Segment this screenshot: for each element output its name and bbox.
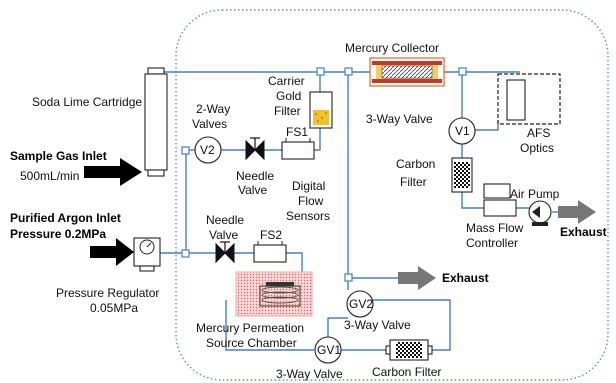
three-way-v1-label: 3-Way Valve <box>366 112 433 126</box>
pressure-regulator <box>133 237 161 272</box>
needle-valve-1-label-b: Valve <box>238 183 267 197</box>
exhaust-mid-label: Exhaust <box>442 271 489 285</box>
air-pump <box>528 200 552 226</box>
sample-rate-label: 500mL/min <box>20 169 79 183</box>
permeation-label-1: Mercury Permeation <box>196 321 304 335</box>
soda-lime-cartridge <box>144 67 168 177</box>
argon-inlet-label-1: Purified Argon Inlet <box>10 211 121 225</box>
mass-flow-controller <box>483 183 517 217</box>
pressure-regulator-label-2: 0.05MPa <box>90 301 138 315</box>
flow-sensor-fs1 <box>281 138 315 160</box>
needle-valve-2-label-b: Valve <box>209 228 238 242</box>
v1-label: V1 <box>455 124 470 138</box>
fs1-label: FS1 <box>286 125 308 139</box>
needle-valve-1 <box>245 137 265 161</box>
two-way-label-line2: Valves <box>192 117 227 131</box>
needle-valve-2-label-a: Needle <box>206 213 244 227</box>
permeation-label-2: Source Chamber <box>206 336 297 350</box>
afs-optics <box>497 73 561 125</box>
carbon-filter-top-label-2: Filter <box>400 175 427 189</box>
carbon-filter-bottom-label: Carbon Filter <box>372 365 441 379</box>
carrier-gold-label-1: Carrier <box>268 74 305 88</box>
gv2-label: GV2 <box>349 297 373 311</box>
two-way-label-line1: 2-Way <box>196 102 230 116</box>
mass-flow-label-2: Controller <box>466 236 518 250</box>
carrier-gold-label-2: Gold <box>276 89 301 103</box>
valve-gv1: GV1 <box>314 336 342 364</box>
carbon-filter-bottom <box>385 339 433 361</box>
pipe-junctions <box>181 67 467 282</box>
sample-inlet-arrow <box>84 158 142 186</box>
needle-valve-1-label-a: Needle <box>236 169 274 183</box>
mercury-collector <box>369 57 445 87</box>
fs2-label: FS2 <box>260 228 282 242</box>
argon-inlet-label-2: Pressure 0.2MPa <box>10 227 106 241</box>
digital-flow-label-1: Digital <box>292 179 325 193</box>
afs-label-2: Optics <box>520 141 554 155</box>
valve-gv2: GV2 <box>346 290 374 318</box>
v2-label: V2 <box>200 143 215 157</box>
valve-v1: V1 <box>448 117 476 145</box>
mercury-permeation-chamber <box>235 271 313 317</box>
flow-sensor-fs2 <box>253 241 287 263</box>
enclosure-boundary <box>175 9 609 381</box>
air-pump-label: Air Pump <box>510 187 560 201</box>
exhaust-right-arrow <box>558 200 596 224</box>
carrier-gold-filter <box>309 91 333 129</box>
soda-lime-label: Soda Lime Cartridge <box>32 95 142 109</box>
three-way-gv2-label: 3-Way Valve <box>344 318 411 332</box>
afs-label-1: AFS <box>527 126 550 140</box>
pressure-regulator-label-1: Pressure Regulator <box>56 286 159 300</box>
mass-flow-label-1: Mass Flow <box>466 221 524 235</box>
digital-flow-label-3: Sensors <box>286 209 330 223</box>
digital-flow-label-2: Flow <box>298 194 324 208</box>
exhaust-mid-arrow <box>398 266 436 290</box>
sample-gas-inlet-label: Sample Gas Inlet <box>10 149 107 163</box>
argon-inlet-arrow <box>90 238 134 266</box>
carbon-filter-top-label-1: Carbon <box>396 157 435 171</box>
gv1-label: GV1 <box>317 343 341 357</box>
three-way-gv1-label: 3-Way Valve <box>276 367 343 381</box>
carbon-filter-top <box>451 157 473 193</box>
valve-v2: V2 <box>194 136 222 164</box>
exhaust-right-label: Exhaust <box>560 225 607 239</box>
mercury-collector-label: Mercury Collector <box>345 41 439 55</box>
carrier-gold-label-3: Filter <box>274 104 301 118</box>
needle-valve-2 <box>215 241 235 264</box>
